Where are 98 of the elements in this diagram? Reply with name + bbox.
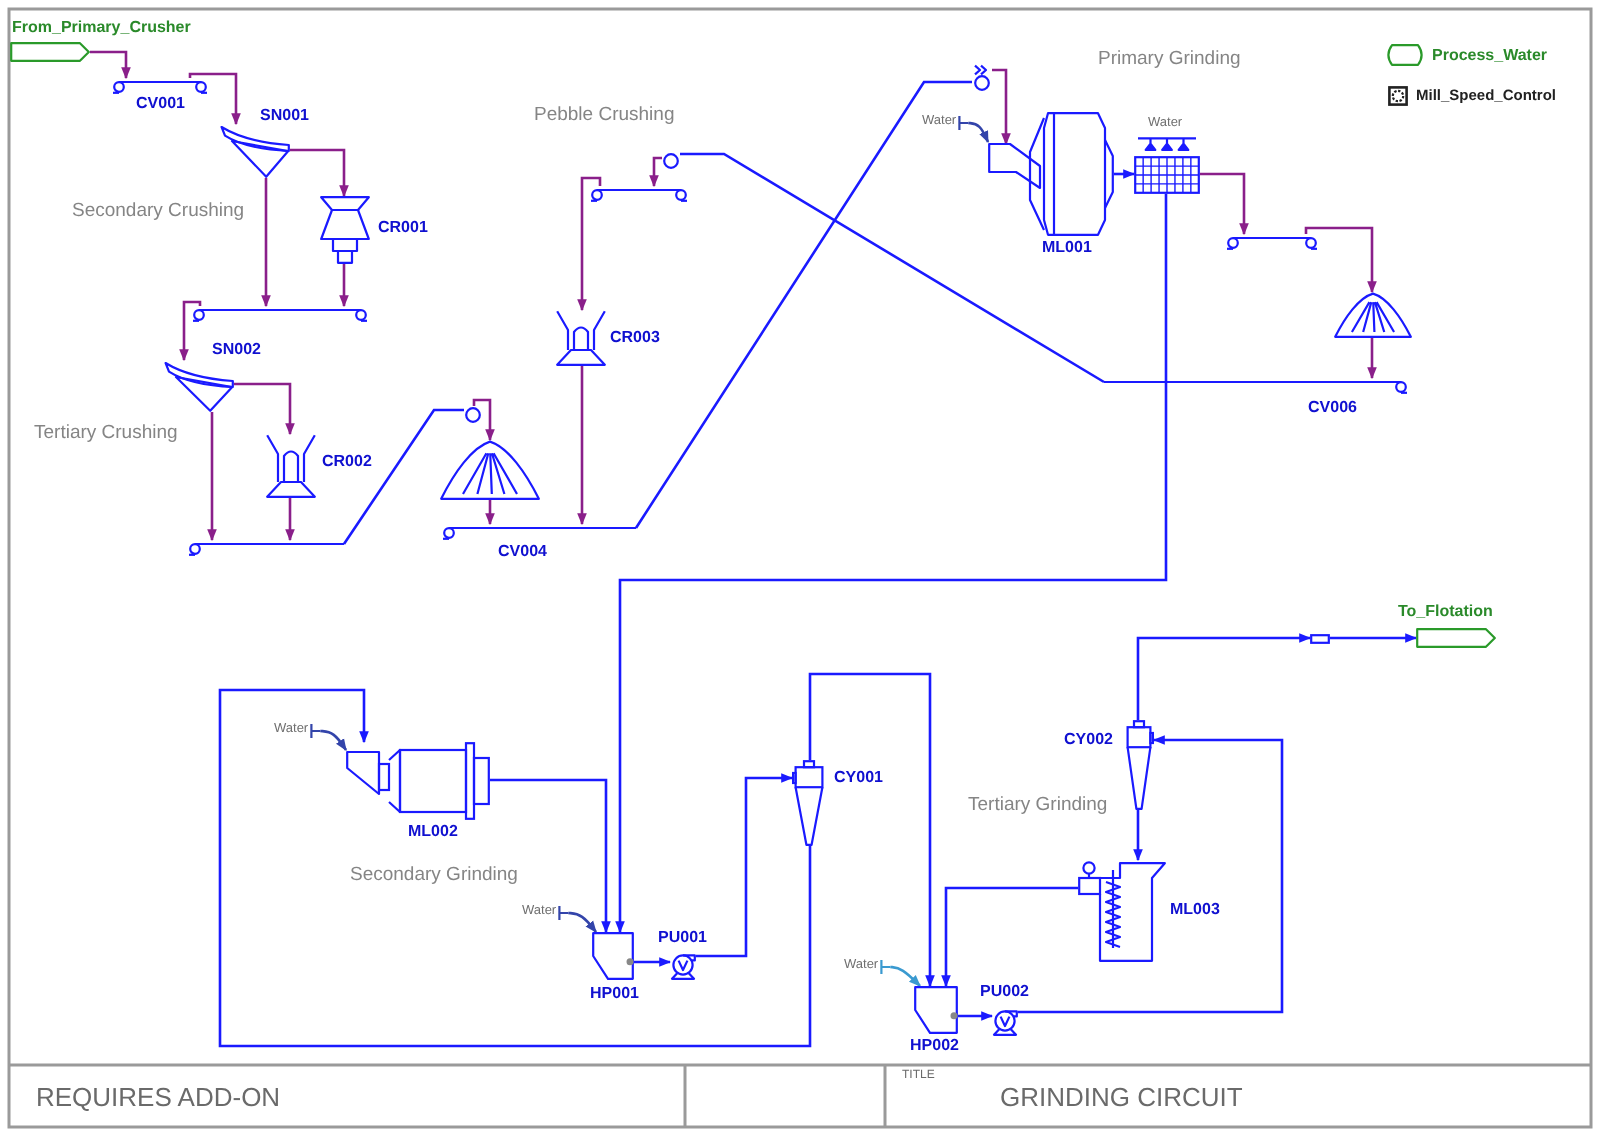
- equipment-tag: CR001: [378, 220, 428, 236]
- flow-arrow: [568, 911, 598, 933]
- flow-arrow: [577, 366, 587, 526]
- pipe-fitting-symbol: [1310, 634, 1330, 644]
- flow-arrow: [941, 886, 1078, 988]
- flow-arrow: [890, 965, 921, 987]
- trommel-screen-symbol: [1134, 136, 1200, 194]
- conveyor-symbol: [1226, 234, 1318, 252]
- stream-terminal-symbol: [1416, 628, 1496, 648]
- flow-arrow: [968, 121, 990, 144]
- mill-symbol: [346, 742, 490, 820]
- crusher-symbol: [320, 196, 370, 264]
- mill-symbol: [1078, 860, 1166, 962]
- equipment-tag: PU001: [658, 930, 707, 946]
- equipment-tag: CR003: [610, 330, 660, 346]
- flow-arrow: [90, 50, 131, 80]
- stream-name: From_Primary_Crusher: [12, 20, 191, 36]
- flow-arrow: [649, 156, 662, 188]
- area-label: Secondary Grinding: [350, 866, 518, 885]
- pulley-symbol: [972, 64, 992, 92]
- conveyor-belt: [680, 152, 1105, 384]
- flow-arrow: [179, 300, 202, 362]
- flow-arrow: [1114, 169, 1136, 179]
- flow-arrow: [234, 382, 295, 436]
- equipment-tag: ML001: [1042, 240, 1092, 256]
- stream-name: To_Flotation: [1398, 604, 1493, 620]
- flow-arrow: [320, 729, 348, 751]
- flow-arrow: [339, 264, 349, 308]
- equipment-tag: CR002: [322, 454, 372, 470]
- area-label: Tertiary Grinding: [968, 796, 1108, 815]
- conveyor-symbol: [590, 186, 688, 204]
- pulley-symbol: [662, 152, 680, 170]
- pulley-symbol: [464, 406, 482, 424]
- conveyor-symbol: [188, 540, 344, 558]
- flow-arrow: [634, 957, 672, 967]
- stream-name: Process_Water: [1432, 48, 1548, 64]
- equipment-tag: CY002: [1064, 732, 1113, 748]
- equipment-tag: CY001: [834, 770, 883, 786]
- equipment-tag: PU002: [980, 984, 1029, 1000]
- stockpile-symbol: [440, 440, 540, 500]
- pump-symbol: [992, 1006, 1018, 1036]
- flow-arrow: [696, 773, 794, 958]
- flow-arrow: [615, 194, 1168, 934]
- hopper-symbol: [914, 986, 958, 1034]
- flow-arrow: [285, 498, 295, 542]
- conveyor-symbol: [192, 306, 368, 324]
- flow-arrow: [485, 500, 495, 526]
- controller-icon: [1388, 86, 1408, 106]
- equipment-tag: ML003: [1170, 902, 1220, 918]
- flow-arrow: [1200, 172, 1249, 236]
- conveyor-belt: [634, 80, 972, 529]
- cyclone-symbol: [792, 760, 826, 846]
- flow-arrow: [472, 398, 495, 442]
- flow-arrow: [490, 778, 611, 934]
- feeder-symbol: [1384, 44, 1426, 66]
- crusher-symbol: [556, 310, 606, 366]
- flow-arrow: [958, 1011, 994, 1021]
- stockpile-symbol: [1334, 292, 1412, 338]
- flow-arrow: [207, 412, 217, 542]
- equipment-tag: HP002: [910, 1038, 959, 1054]
- equipment-tag: SN001: [260, 108, 309, 124]
- flow-arrow: [290, 148, 349, 198]
- hopper-symbol: [592, 932, 634, 980]
- pump-symbol: [670, 950, 696, 980]
- note-text: REQUIRES ADD-ON: [36, 1084, 281, 1110]
- screen-symbol: [220, 124, 290, 178]
- equipment-tag: HP001: [590, 986, 639, 1002]
- drawing-title: GRINDING CIRCUIT: [1000, 1084, 1243, 1110]
- flow-arrow: [1133, 810, 1143, 862]
- cyclone-symbol: [1124, 720, 1154, 810]
- stream-terminal-symbol: [10, 42, 90, 62]
- equipment-tag: SN002: [212, 342, 261, 358]
- flow-arrow: [1367, 338, 1377, 380]
- equipment-tag: ML002: [408, 824, 458, 840]
- area-label: Secondary Crushing: [72, 202, 245, 221]
- area-label: Pebble Crushing: [534, 106, 675, 125]
- conveyor-symbol: [112, 78, 208, 96]
- equipment-tag: CV001: [136, 96, 185, 112]
- flow-arrow: [1330, 633, 1418, 643]
- flow-arrow: [188, 72, 241, 126]
- flow-arrow: [992, 68, 1011, 146]
- flow-arrow: [577, 176, 602, 312]
- conveyor-symbol: [1104, 378, 1408, 396]
- flow-arrow: [1136, 633, 1312, 720]
- conveyor-belt: [342, 408, 464, 545]
- conveyor-symbol: [442, 524, 636, 542]
- equipment-tag: CV006: [1308, 400, 1357, 416]
- area-label: Tertiary Crushing: [34, 424, 178, 443]
- area-label: Primary Grinding: [1098, 50, 1241, 69]
- mill-symbol: [988, 112, 1114, 236]
- flow-arrow: [1018, 735, 1284, 1014]
- crusher-symbol: [266, 434, 316, 498]
- flow-arrow: [218, 688, 812, 1048]
- equipment-tag: CV004: [498, 544, 547, 560]
- screen-symbol: [164, 360, 234, 412]
- flow-arrow: [261, 178, 271, 308]
- flow-arrow: [808, 672, 935, 988]
- flow-arrow: [1304, 226, 1377, 294]
